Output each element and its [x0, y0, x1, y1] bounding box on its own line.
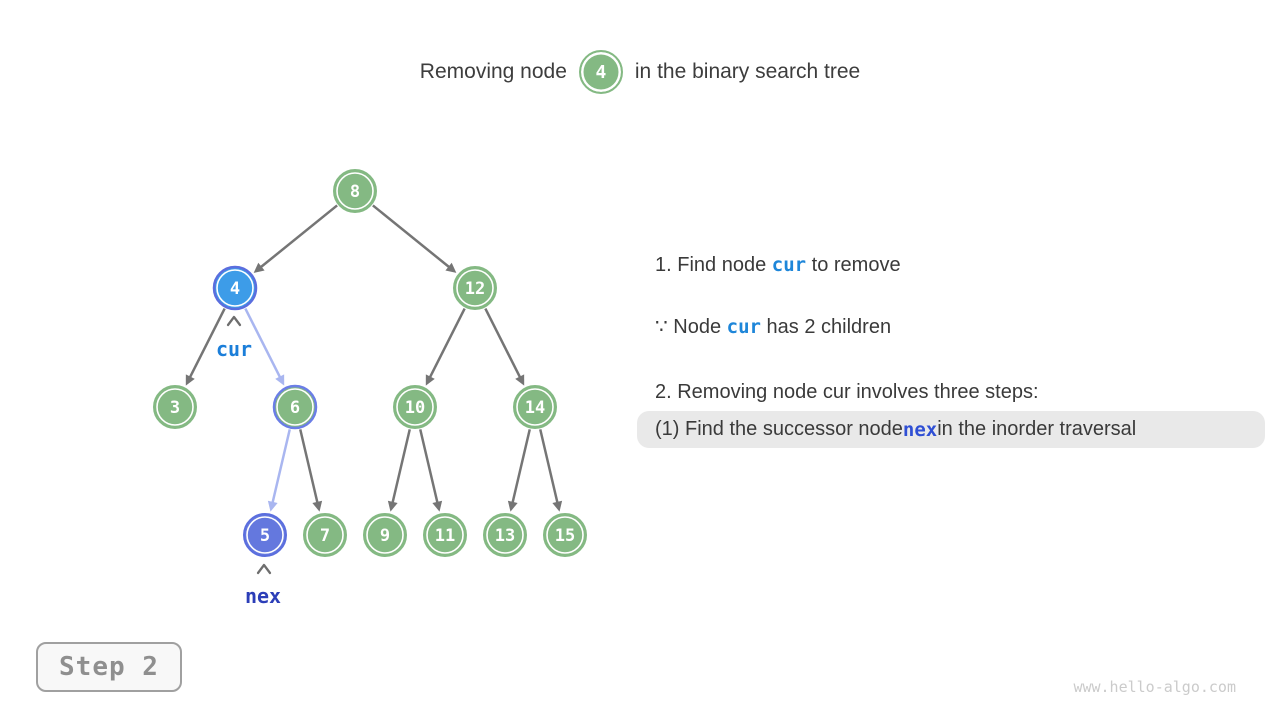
- tree-node-value: 9: [380, 526, 390, 546]
- tree-node-7: 7: [303, 513, 347, 557]
- tree-node-8: 8: [333, 169, 377, 213]
- tree-edge-6-7: [299, 429, 323, 512]
- keyword-cur: cur: [726, 316, 761, 338]
- tree-node-14: 14: [513, 385, 557, 429]
- tree-node-value: 7: [320, 526, 330, 546]
- tree-edge-14-13: [507, 429, 531, 512]
- note-step1-highlight: (1) Find the successor node nex in the i…: [637, 411, 1265, 448]
- pointer-cur: cur: [216, 315, 252, 361]
- caret-up-icon: [256, 563, 272, 575]
- caret-up-icon: [226, 315, 242, 327]
- tree-edges: [185, 204, 563, 512]
- note-text: to remove: [806, 254, 901, 276]
- tree-pointers: cur nex: [216, 315, 281, 608]
- tree-node-value: 11: [435, 526, 455, 546]
- note-two-children: ∵ Node cur has 2 children: [655, 315, 891, 340]
- pointer-label-cur: cur: [216, 337, 252, 361]
- tree-edge-4-6: [244, 307, 285, 386]
- watermark: www.hello-algo.com: [1073, 678, 1236, 696]
- title-node-badge: 4: [578, 50, 623, 94]
- tree-edge-10-9: [387, 429, 411, 512]
- tree-edge-12-14: [484, 307, 525, 386]
- tree-nodes: 8 4 12 3 6 10 14 5 7 9 11 13 15: [153, 169, 587, 557]
- tree-node-value: 3: [170, 398, 180, 418]
- pointer-nex: nex: [245, 563, 281, 608]
- note-text: ∵ Node: [655, 316, 727, 338]
- tree-node-value: 6: [290, 398, 300, 418]
- tree-node-value: 4: [230, 279, 240, 299]
- note-three-steps: 2. Removing node cur involves three step…: [655, 381, 1039, 403]
- tree-node-value: 10: [405, 398, 425, 418]
- tree-node-15: 15: [543, 513, 587, 557]
- tree-node-3: 3: [153, 385, 197, 429]
- tree-edge-8-12: [372, 204, 457, 273]
- note-text: (1) Find the successor node: [655, 418, 903, 440]
- note-find-node: 1. Find node cur to remove: [655, 253, 901, 278]
- tree-node-9: 9: [363, 513, 407, 557]
- tree-node-value: 13: [495, 526, 515, 546]
- tree-node-value: 14: [525, 398, 545, 418]
- note-text: in the inorder traversal: [937, 418, 1137, 440]
- title-text-suffix: in the binary search tree: [634, 60, 861, 83]
- tree-edge-4-3: [185, 307, 226, 386]
- tree-edge-6-5: [267, 429, 291, 512]
- tree-node-10: 10: [393, 385, 437, 429]
- tree-edge-10-11: [419, 429, 443, 512]
- tree-node-6: 6: [272, 384, 318, 430]
- step-badge: Step 2: [36, 642, 182, 692]
- note-text: has 2 children: [760, 316, 892, 338]
- title-text-prefix: Removing node: [419, 60, 567, 83]
- tree-node-value: 12: [465, 279, 485, 299]
- tree-node-value: 5: [260, 526, 270, 546]
- tree-node-12: 12: [453, 266, 497, 310]
- tree-node-4: 4: [212, 265, 258, 311]
- tree-node-value: 15: [555, 526, 575, 546]
- tree-node-13: 13: [483, 513, 527, 557]
- tree-node-11: 11: [423, 513, 467, 557]
- keyword-nex: nex: [902, 418, 938, 441]
- tree-edge-12-10: [425, 307, 466, 386]
- figure-title: Removing node 4 in the binary search tre…: [0, 50, 1280, 94]
- tree-node-5: 5: [243, 513, 287, 557]
- tree-node-value: 8: [350, 182, 360, 202]
- title-node-value: 4: [595, 61, 607, 83]
- note-text: 1. Find node: [655, 254, 772, 276]
- tree-edge-8-4: [253, 204, 338, 273]
- step-badge-label: Step 2: [59, 652, 159, 682]
- tree-edge-14-15: [539, 429, 563, 512]
- pointer-label-nex: nex: [245, 584, 281, 608]
- keyword-cur: cur: [771, 254, 807, 276]
